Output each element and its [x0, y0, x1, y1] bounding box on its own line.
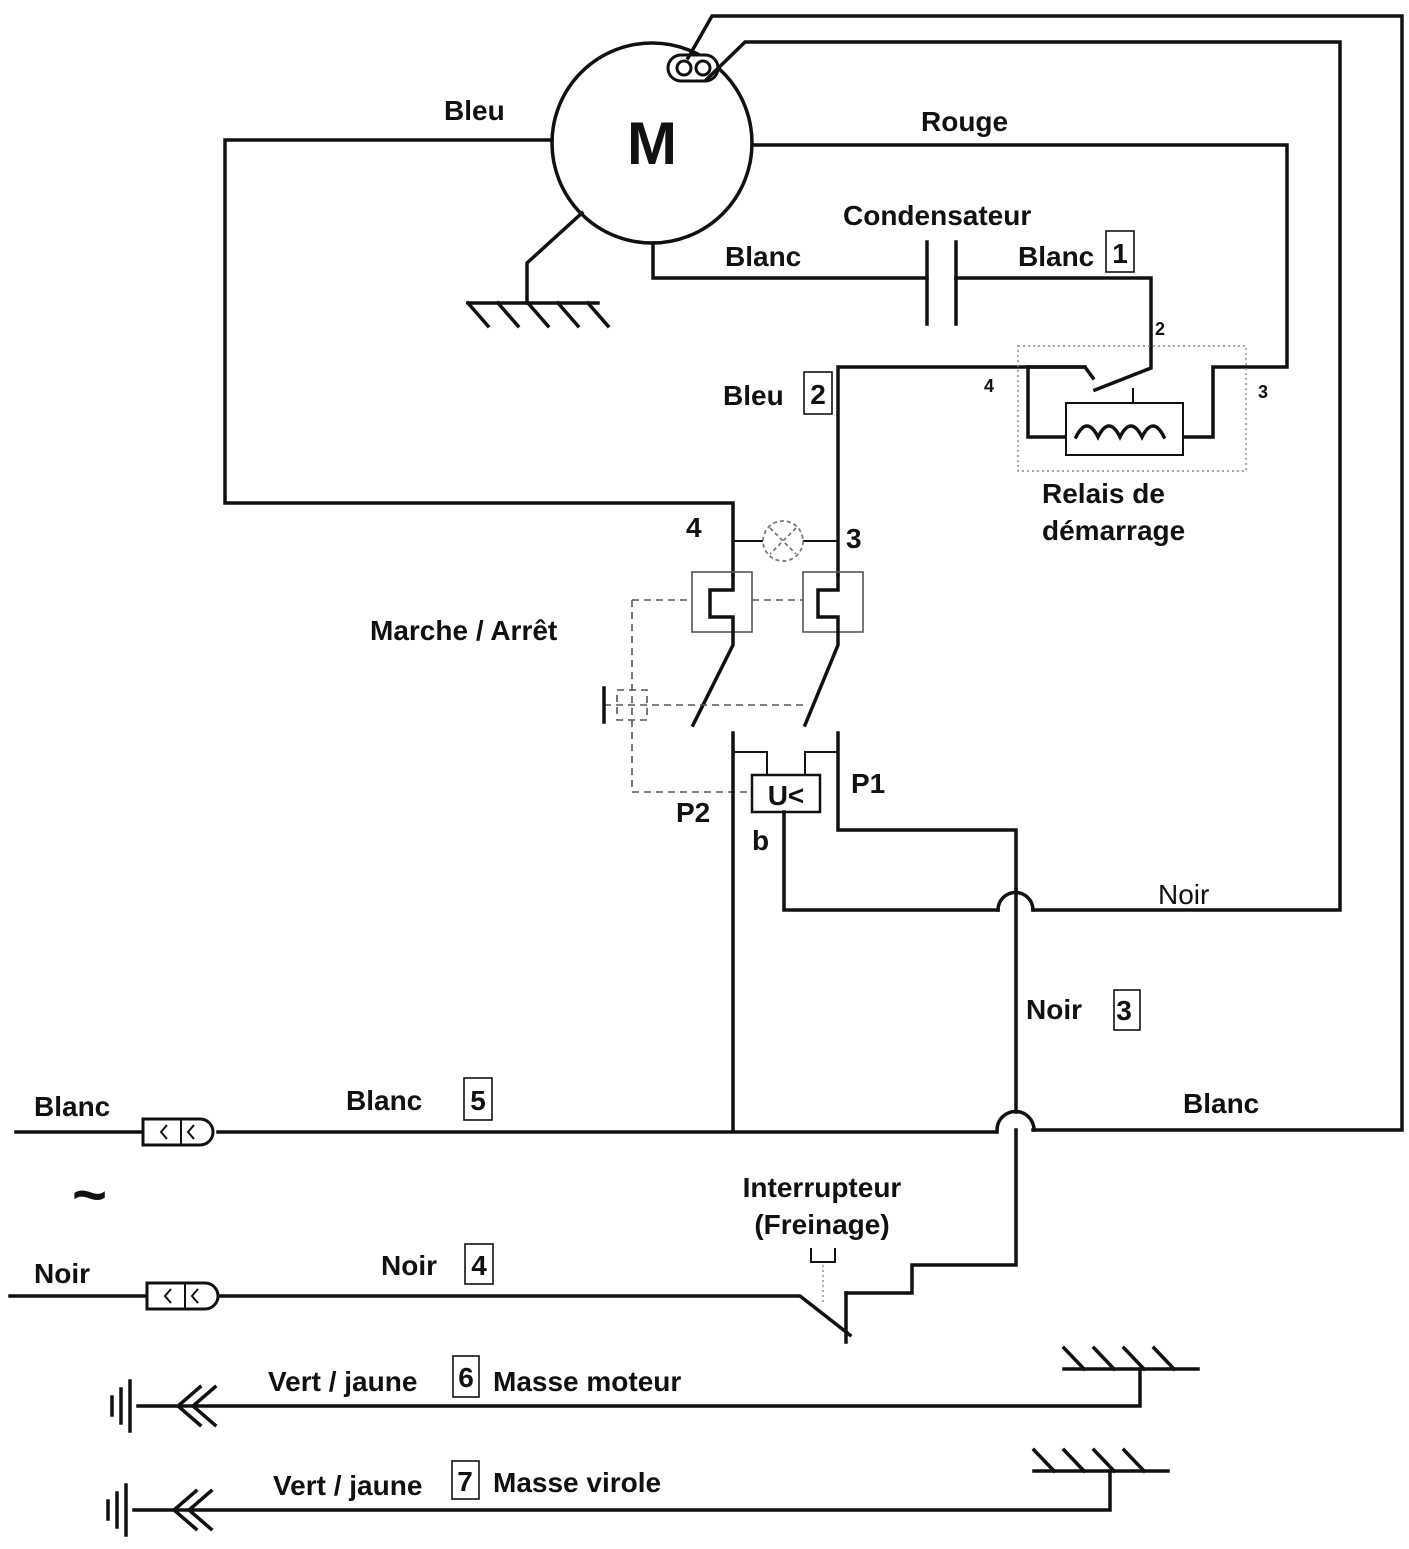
- wire-number-2: 2: [810, 379, 826, 410]
- wire-blanc-motor: [651, 241, 929, 280]
- wire-noir-4: [8, 1294, 853, 1338]
- ground-line-7: [106, 1447, 1170, 1537]
- wire-blanc-1: [954, 276, 1153, 393]
- motor: M: [550, 41, 754, 245]
- switch-p2: P2: [676, 797, 710, 828]
- wire-thermal-return: [703, 40, 1342, 912]
- switch-terminal-4: 4: [686, 512, 702, 543]
- supply-blanc: Blanc: [34, 1091, 110, 1122]
- on-off-switch: U<: [602, 520, 1018, 1132]
- label-rouge: Rouge: [921, 106, 1008, 137]
- wire-noir-thermal: [685, 14, 1404, 1132]
- brake-title-line1: Interrupteur: [743, 1172, 902, 1203]
- crossover-blanc: [995, 1109, 1036, 1132]
- wire-number-6: 6: [458, 1362, 474, 1393]
- relay-terminal-4: 4: [984, 376, 994, 396]
- motor-ground-icon: [465, 210, 611, 329]
- label-blanc-5: Blanc: [346, 1085, 422, 1116]
- motor-symbol: M: [627, 110, 677, 177]
- wire-number-1: 1: [1112, 238, 1128, 269]
- relay-title-line1: Relais de: [1042, 478, 1165, 509]
- label-noir-3: Noir: [1026, 994, 1082, 1025]
- start-relay: [1017, 345, 1247, 472]
- label-noir-4: Noir: [381, 1250, 437, 1281]
- ground-line-6: [110, 1345, 1200, 1433]
- switch-terminal-3: 3: [846, 523, 862, 554]
- label-vert-jaune-6: Vert / jaune: [268, 1366, 417, 1397]
- label-noir-top: Noir: [1158, 879, 1209, 910]
- label-masse-virole: Masse virole: [493, 1467, 661, 1498]
- pilot-lamp-icon: [762, 520, 804, 562]
- label-masse-moteur: Masse moteur: [493, 1366, 681, 1397]
- wire-number-4: 4: [471, 1250, 487, 1281]
- capacitor-icon: [925, 240, 958, 326]
- plug-connector-icon: [141, 1117, 215, 1147]
- switch-p1: P1: [851, 768, 885, 799]
- relay-terminal-2: 2: [1155, 319, 1165, 339]
- switch-b: b: [752, 825, 769, 856]
- brake-title-line2: (Freinage): [754, 1209, 889, 1240]
- label-condensateur: Condensateur: [843, 200, 1031, 231]
- wire-bleu-2: [836, 365, 1096, 577]
- wire-rouge: [750, 143, 1289, 439]
- wire-number-5: 5: [470, 1085, 486, 1116]
- wire-number-3: 3: [1116, 995, 1132, 1026]
- label-blanc-1: Blanc: [1018, 241, 1094, 272]
- wire-bleu-motor: [223, 138, 735, 577]
- label-blanc-right: Blanc: [1183, 1088, 1259, 1119]
- wire-number-7: 7: [457, 1466, 473, 1497]
- thermal-protector-icon: [666, 53, 720, 83]
- relay-terminal-3: 3: [1258, 382, 1268, 402]
- label-bleu-top: Bleu: [444, 95, 505, 126]
- undervoltage-label: U<: [768, 780, 805, 811]
- label-blanc-motor: Blanc: [725, 241, 801, 272]
- brake-switch-icon: [810, 1248, 848, 1344]
- switch-title: Marche / Arrêt: [370, 615, 557, 646]
- plug-connector-icon: [145, 1281, 220, 1311]
- ac-symbol: ~: [72, 1161, 107, 1228]
- label-bleu-2: Bleu: [723, 380, 784, 411]
- supply-noir: Noir: [34, 1258, 90, 1289]
- label-vert-jaune-7: Vert / jaune: [273, 1470, 422, 1501]
- relay-title-line2: démarrage: [1042, 515, 1185, 546]
